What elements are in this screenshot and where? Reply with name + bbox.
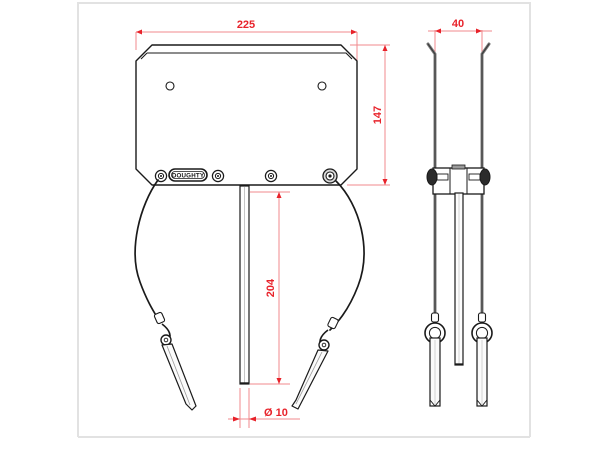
bolt-center <box>264 169 278 183</box>
side-bracket-block <box>426 164 491 195</box>
side-ferrule-left <box>430 312 440 323</box>
hook-pin-left <box>161 343 197 411</box>
bottom-fixing-bolts <box>154 168 338 184</box>
dimension-pole-length-204: 204 <box>250 191 290 385</box>
face-holes <box>165 81 327 91</box>
safety-cable-left <box>134 179 197 411</box>
dimension-pole-length-value: 204 <box>265 278 277 297</box>
brand-label: DOUGHTY <box>172 173 205 180</box>
hook-pin-right <box>291 349 329 410</box>
side-ferrule-right <box>477 312 487 323</box>
cable-ferrule-right <box>327 316 339 330</box>
side-hook-right <box>471 312 493 407</box>
front-view: 225 147 <box>134 19 390 428</box>
bolt-outer-right <box>322 168 338 184</box>
bracket-knob-left <box>426 168 438 186</box>
center-pole <box>239 185 250 385</box>
doughty-logo-badge: DOUGHTY <box>168 168 208 182</box>
side-cable-left <box>426 42 437 320</box>
bracket-knob-right <box>479 168 491 186</box>
bolt-outer-left <box>154 169 168 183</box>
dimension-pole-diameter: Ø 10 <box>228 388 300 428</box>
bolt-inner-left <box>211 169 225 183</box>
dimension-height-value: 147 <box>372 106 384 124</box>
safety-cable-right <box>291 180 365 410</box>
side-cable-right <box>480 42 491 320</box>
main-body-plate <box>135 44 358 186</box>
dimension-width-225: 225 <box>135 19 358 62</box>
dimension-width-value: 225 <box>237 19 255 31</box>
side-center-pole <box>454 192 464 366</box>
dimension-height-147: 147 <box>347 44 390 186</box>
dimension-pole-diameter-value: Ø 10 <box>264 407 288 419</box>
side-hook-left <box>424 312 446 407</box>
cable-ferrule-left <box>153 311 166 325</box>
dimension-side-width-value: 40 <box>452 18 464 30</box>
face-hole-left <box>165 81 175 91</box>
face-hole-right <box>317 81 327 91</box>
dimension-side-width-40: 40 <box>428 18 492 52</box>
side-view: 40 <box>424 18 493 407</box>
sheet-border <box>77 2 531 438</box>
